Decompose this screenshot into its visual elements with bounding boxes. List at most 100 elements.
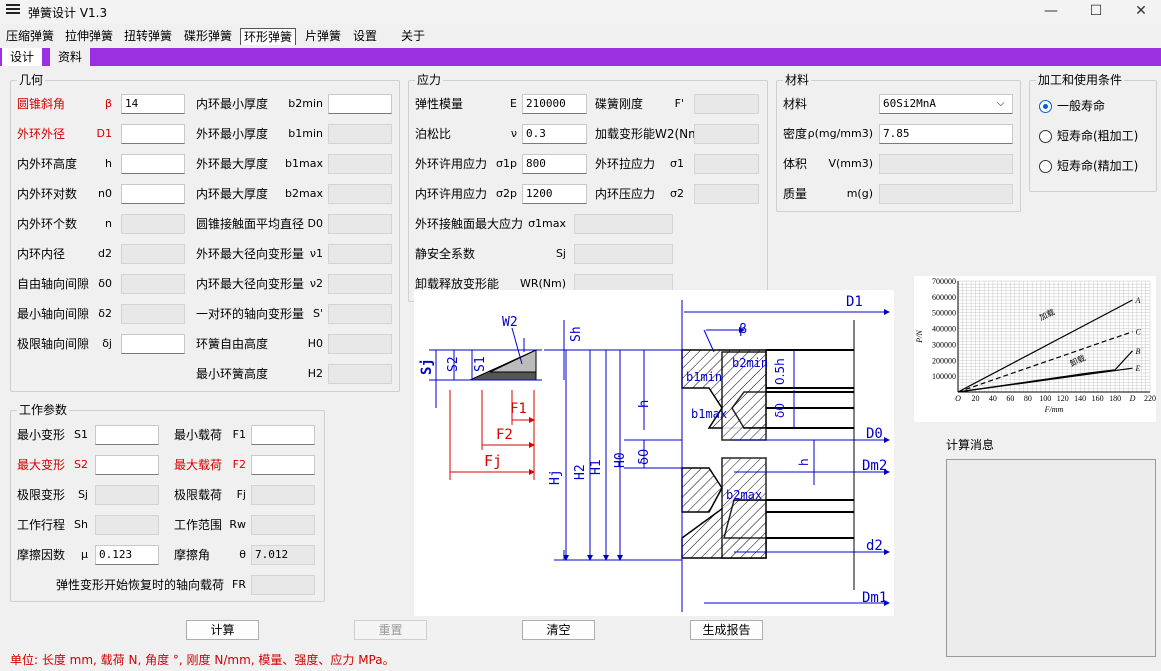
chevron-down-icon: ⌵ [997, 98, 1005, 109]
work-field-input[interactable] [95, 425, 159, 445]
material-field-symbol: ρ(mg/mm3) [807, 127, 873, 140]
generate-report-button[interactable]: 生成报告 [690, 620, 763, 640]
geometry-field-label: 外环最小厚度 [196, 127, 269, 141]
tab-design[interactable]: 设计 [2, 48, 43, 66]
chart-x-tick-label: 120 [1057, 394, 1069, 403]
menu-settings[interactable]: 设置 [353, 29, 378, 43]
minimize-button[interactable]: — [1044, 3, 1058, 19]
stress-field-symbol: σ1 [670, 157, 684, 170]
material-field-input[interactable]: 7.85 [879, 124, 1013, 144]
geometry-field-input[interactable] [121, 124, 185, 144]
material-field-input [879, 184, 1013, 204]
stress-field-label: 外环拉应力 [595, 157, 656, 171]
material-select[interactable]: 60Si2MnA [879, 94, 1013, 114]
geometry-field-input[interactable]: 14 [121, 94, 185, 114]
work-field-label: 弹性变形开始恢复时的轴向载荷 [56, 578, 225, 592]
condition-radio[interactable] [1039, 130, 1052, 143]
group-title: 工作参数 [17, 402, 70, 418]
menu-compression-spring[interactable]: 压缩弹簧 [6, 29, 55, 43]
work-field-label: 工作行程 [17, 518, 66, 532]
chart-x-tick-label: 100 [1039, 394, 1051, 403]
geometry-field-label: 一对环的轴向变形量 [196, 307, 305, 321]
title-bar: 弹簧设计 V1.3 — ☐ ✕ [0, 0, 1161, 24]
geometry-field-label: 外环最大径向变形量 [196, 247, 305, 261]
reset-button[interactable]: 重置 [354, 620, 427, 640]
geometry-field-symbol: δ0 [98, 277, 112, 290]
menu-ring-spring[interactable]: 环形弹簧 [240, 28, 297, 45]
stress-field-symbol: σ2p [496, 187, 517, 200]
load-deflection-chart: 1000002000003000004000005000006000007000… [914, 276, 1156, 422]
geometry-field-input[interactable] [121, 154, 185, 174]
dim-b2min: b2min [732, 356, 768, 370]
maximize-button[interactable]: ☐ [1089, 3, 1103, 19]
dim-Fj: Fj [484, 452, 502, 470]
messages-box[interactable] [946, 459, 1156, 657]
chart-series-label: C [1136, 328, 1142, 337]
dim-b1min: b1min [686, 370, 722, 384]
stress-field-input[interactable]: 800 [522, 154, 587, 174]
subtab-bar: 设计 资料 [0, 48, 1161, 66]
geometry-field-input [121, 244, 185, 264]
menu-leaf-spring[interactable]: 片弹簧 [305, 29, 342, 43]
clear-button[interactable]: 清空 [522, 620, 595, 640]
work-field-input[interactable]: 0.123 [95, 545, 159, 565]
group-title: 材料 [783, 72, 812, 88]
work-field-input[interactable] [251, 425, 315, 445]
geometry-field-label: 外环外径 [17, 127, 66, 141]
chart-x-tick-label: 40 [989, 394, 997, 403]
geometry-field-input [328, 334, 392, 354]
geometry-field-symbol: b2min [288, 97, 323, 110]
geometry-field-symbol: n0 [98, 187, 112, 200]
dim-h-right: h [797, 458, 811, 466]
work-field-label: 摩擦角 [174, 548, 211, 562]
stress-field-input[interactable]: 1200 [522, 184, 587, 204]
dim-h-left: h [637, 400, 652, 408]
menu-torsion-spring[interactable]: 扭转弹簧 [124, 29, 173, 43]
material-group: 材料 [776, 72, 1021, 212]
material-field-input [879, 154, 1013, 174]
geometry-field-input [328, 304, 392, 324]
work-field-label: 工作范围 [174, 518, 223, 532]
geometry-field-input [121, 304, 185, 324]
tab-reference[interactable]: 资料 [50, 48, 91, 66]
work-field-symbol: Rw [229, 518, 246, 531]
work-field-input[interactable] [251, 455, 315, 475]
geometry-field-label: 内外环个数 [17, 217, 78, 231]
stress-field-label: 加载变形能W2(Nm) [595, 127, 705, 141]
work-field-input[interactable] [95, 455, 159, 475]
chart-y-tick-label: 200000 [932, 356, 956, 365]
close-button[interactable]: ✕ [1135, 3, 1147, 19]
geometry-field-input [328, 154, 392, 174]
dim-Sh: Sh [569, 326, 584, 342]
chart-x-tick-label: 80 [1024, 394, 1032, 403]
chart-y-tick-label: 400000 [932, 325, 956, 334]
chart-x-tick-label: 220 [1144, 394, 1156, 403]
work-field-symbol: FR [232, 578, 246, 591]
geometry-field-symbol: ν2 [309, 277, 323, 290]
work-field-symbol: μ [81, 548, 88, 561]
stress-field-label: 静安全系数 [415, 247, 476, 261]
geometry-field-label: 圆锥斜角 [17, 97, 66, 111]
chart-series-label: E [1135, 364, 1141, 373]
geometry-field-input[interactable] [328, 94, 392, 114]
geometry-field-input[interactable] [121, 184, 185, 204]
menu-extension-spring[interactable]: 拉伸弹簧 [65, 29, 114, 43]
calculate-button[interactable]: 计算 [186, 620, 259, 640]
work-field-label: 最小变形 [17, 428, 66, 442]
dim-S1: S1 [473, 356, 488, 372]
stress-field-input[interactable]: 210000 [522, 94, 587, 114]
dim-H1: H1 [589, 459, 604, 475]
dim-delta0-left: δ0 [637, 449, 652, 465]
geometry-field-input[interactable] [121, 334, 185, 354]
dim-S2: S2 [446, 356, 461, 372]
stress-field-symbol: σ1max [528, 217, 566, 230]
menu-disc-spring[interactable]: 碟形弹簧 [184, 29, 233, 43]
work-field-input [95, 485, 159, 505]
stress-field-symbol: F' [674, 97, 684, 110]
condition-radio[interactable] [1039, 100, 1052, 113]
work-field-input [95, 515, 159, 535]
condition-radio[interactable] [1039, 160, 1052, 173]
menu-about[interactable]: 关于 [401, 29, 426, 43]
material-field-symbol: V(mm3) [828, 157, 873, 170]
stress-field-input[interactable]: 0.3 [522, 124, 587, 144]
